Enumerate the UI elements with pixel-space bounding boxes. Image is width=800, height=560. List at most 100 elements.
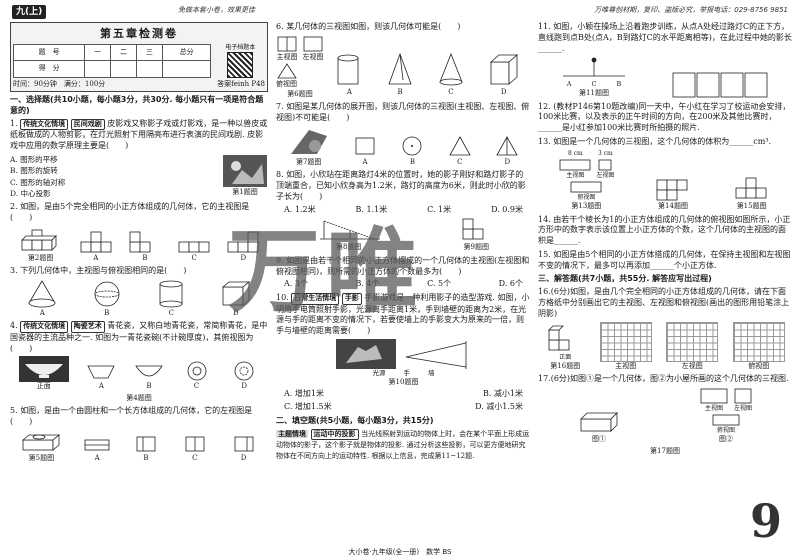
option-c-figure[interactable]: C	[447, 134, 473, 167]
option-a[interactable]: A. 3个	[284, 279, 308, 289]
option-d[interactable]: D. 0.9米	[491, 204, 523, 214]
option-c-figure[interactable]: C	[180, 434, 210, 463]
question-2: 2. 如图，是由5个完全相同的小正方体组成的几何体，它的主视图是( ) 第2题图…	[10, 202, 268, 263]
option-c[interactable]: C. 增加1.5米	[284, 401, 332, 411]
top-view-label: 俯视图	[276, 80, 297, 89]
option-b[interactable]: B. 4个	[355, 279, 380, 289]
point-label: B	[616, 80, 622, 89]
figure-caption: 第17题图	[650, 446, 680, 455]
option-d-figure[interactable]: D	[226, 230, 260, 263]
option-label: A	[39, 308, 45, 317]
question-text: 某几何体的三视图如图，则该几何体可能是( )	[286, 22, 461, 31]
option-label: C	[448, 87, 454, 96]
score-input-cell[interactable]	[84, 60, 112, 78]
score-input-cell[interactable]	[161, 60, 212, 78]
side-view-grid[interactable]: 左视图	[666, 321, 719, 371]
section-title: 二、填空题(共5小题，每小题3分，共15分)	[276, 415, 434, 425]
q9-front-view-figure: 第9题图	[459, 217, 493, 252]
option-b[interactable]: B. 减小1米	[482, 389, 523, 399]
option-c-figure[interactable]: C	[182, 360, 212, 391]
option-label: C	[168, 308, 174, 317]
view-label: 主视图	[615, 361, 637, 370]
option-c[interactable]: C. 5个	[427, 279, 452, 289]
option-b-figure[interactable]: B	[128, 230, 162, 263]
q5-solid-figure: 第5题图	[19, 430, 63, 463]
question-tag: 陶瓷艺术	[70, 321, 105, 333]
option-b[interactable]: B. 图形的旋转	[10, 166, 58, 176]
option-b-figure[interactable]: B	[399, 134, 425, 167]
score-header-cell: 一	[84, 43, 112, 62]
qr-label: 电子档题本	[225, 43, 256, 51]
option-d-prism[interactable]: D	[219, 279, 253, 318]
question-text: 如图是一个几何体的三视图，这个几何体的体积为______cm³.	[553, 136, 772, 146]
front-view-grid[interactable]: 主视图	[599, 321, 652, 371]
option-a[interactable]: A. 增加1米	[284, 389, 324, 399]
top-view-grid[interactable]: 俯视图	[732, 321, 785, 371]
info-block: 主题情境 运动中的投影 当光线照射到运动的物体上时，会在某个平面上形成运动物体的…	[276, 428, 531, 462]
option-a[interactable]: A. 图形的平移	[10, 155, 58, 164]
option-c[interactable]: C. 1米	[427, 204, 452, 214]
question-text: 下列几何体中，主视图与俯视图相同的是( )	[20, 266, 187, 276]
qr-code[interactable]: 电子档题本	[215, 44, 265, 78]
option-a-figure[interactable]: A	[352, 134, 378, 167]
question-text: 青花瓷，又称白地青花瓷，常简称青花，是中国瓷器的主流品种之一. 如图为一青花瓷碗…	[10, 321, 268, 353]
q10-hand-shadow-figure: 光源 手 墙 第10题图	[335, 338, 472, 387]
point-label: C	[591, 80, 597, 89]
top-bar: 九(上) 免做本套小卷，效果更佳 万唯尊创材期，复印、盗版必究，举报电话：029…	[0, 3, 800, 20]
question-tag: 日常生活情境	[291, 293, 340, 305]
score-input-cell[interactable]	[110, 60, 137, 78]
score-input-cell[interactable]	[135, 60, 163, 78]
question-text: 如图是由若干个相同的小正方体摆成的一个几何体的主视图(左视图和俯视图相同)，则所…	[276, 255, 530, 276]
figure-caption: 第6题图	[287, 89, 313, 98]
option-b-sphere[interactable]: B	[90, 279, 124, 318]
option-c[interactable]: C. 图形的轴对称	[10, 177, 66, 187]
question-5: 5. 如图，是由一个由圆柱和一个长方体组成的几何体，它的左视图是( ) 第5题图…	[10, 406, 268, 463]
option-b-figure[interactable]: B	[134, 362, 164, 391]
option-d[interactable]: D. 中心投影	[10, 188, 51, 198]
q16-solid-figure: 正面 第16题图	[545, 324, 585, 372]
option-a-figure[interactable]: A	[86, 362, 116, 391]
question-3: 3. 下列几何体中，主视图与俯视图相同的是( ) A B C D	[10, 266, 268, 318]
question-17: 17.(6分)如图①是一个几何体，图②为小屋所画的这个几何体的三视图. 图① 主…	[538, 374, 792, 456]
option-d[interactable]: D. 6个	[498, 279, 523, 289]
figure-caption: 第4题图	[126, 393, 152, 402]
question-8: 8. 如图，小欣站在距离路灯4米的位置时，她的影子刚好和路灯影子的顶端重合，已知…	[276, 170, 526, 252]
q2-solid-figure: 第2题图	[18, 226, 64, 263]
option-a[interactable]: A. 1.2米	[284, 204, 316, 214]
option-label: C	[192, 453, 198, 462]
figure-caption: 第7题图	[295, 157, 322, 166]
question-text: 17.(6分)如图①是一个几何体，图②为小屋所画的这个几何体的三视图.	[538, 374, 789, 384]
hand-label: 手	[403, 368, 411, 377]
question-text: 如图，是由5个完全相同的小正方体组成的几何体，它的主视图是( )	[10, 202, 250, 222]
front-view-label: 主视图	[704, 404, 723, 412]
option-a-figure[interactable]: A	[334, 52, 364, 97]
option-b-figure[interactable]: B	[385, 52, 415, 97]
option-d-figure[interactable]: D	[494, 134, 520, 167]
option-a-cone[interactable]: A	[25, 279, 59, 318]
option-a-figure[interactable]: A	[79, 230, 113, 263]
option-b-figure[interactable]: B	[131, 434, 161, 463]
option-d[interactable]: D. 减小1.5米	[475, 401, 523, 411]
option-label: D	[240, 253, 247, 262]
question-1: 1. 传统文化情境 民间戏剧 皮影戏又称影子戏或灯影戏，是一种以兽皮或纸板做成的…	[10, 118, 268, 198]
option-label: C	[191, 253, 197, 262]
option-c-figure[interactable]: C	[436, 52, 466, 97]
option-d-figure[interactable]: D	[229, 434, 259, 463]
theme-tag: 主题情境	[276, 429, 308, 438]
score-label-cell: 得 分	[12, 60, 86, 78]
question-9: 9. 如图是由若干个相同的小正方体摆成的一个几何体的主视图(左视图和俯视图相同)…	[276, 255, 530, 289]
option-c-cylinder[interactable]: C	[154, 279, 188, 318]
option-d-figure[interactable]: D	[487, 52, 521, 97]
score-header-cell: 总分	[161, 43, 212, 62]
figure-label: 图①	[592, 435, 606, 444]
option-label: D	[500, 87, 507, 96]
column-middle: 6. 某几何体的三视图如图，则该几何体可能是( ) 主视图 左视图 俯视图 第6…	[276, 22, 531, 538]
option-c-figure[interactable]: C	[177, 230, 211, 263]
wall-label: 墙	[428, 368, 435, 377]
option-b[interactable]: B. 1.1米	[355, 204, 388, 214]
option-d-figure[interactable]: D	[229, 360, 259, 391]
option-a-figure[interactable]: A	[82, 434, 112, 463]
figure-caption: 第14题图	[658, 202, 688, 211]
